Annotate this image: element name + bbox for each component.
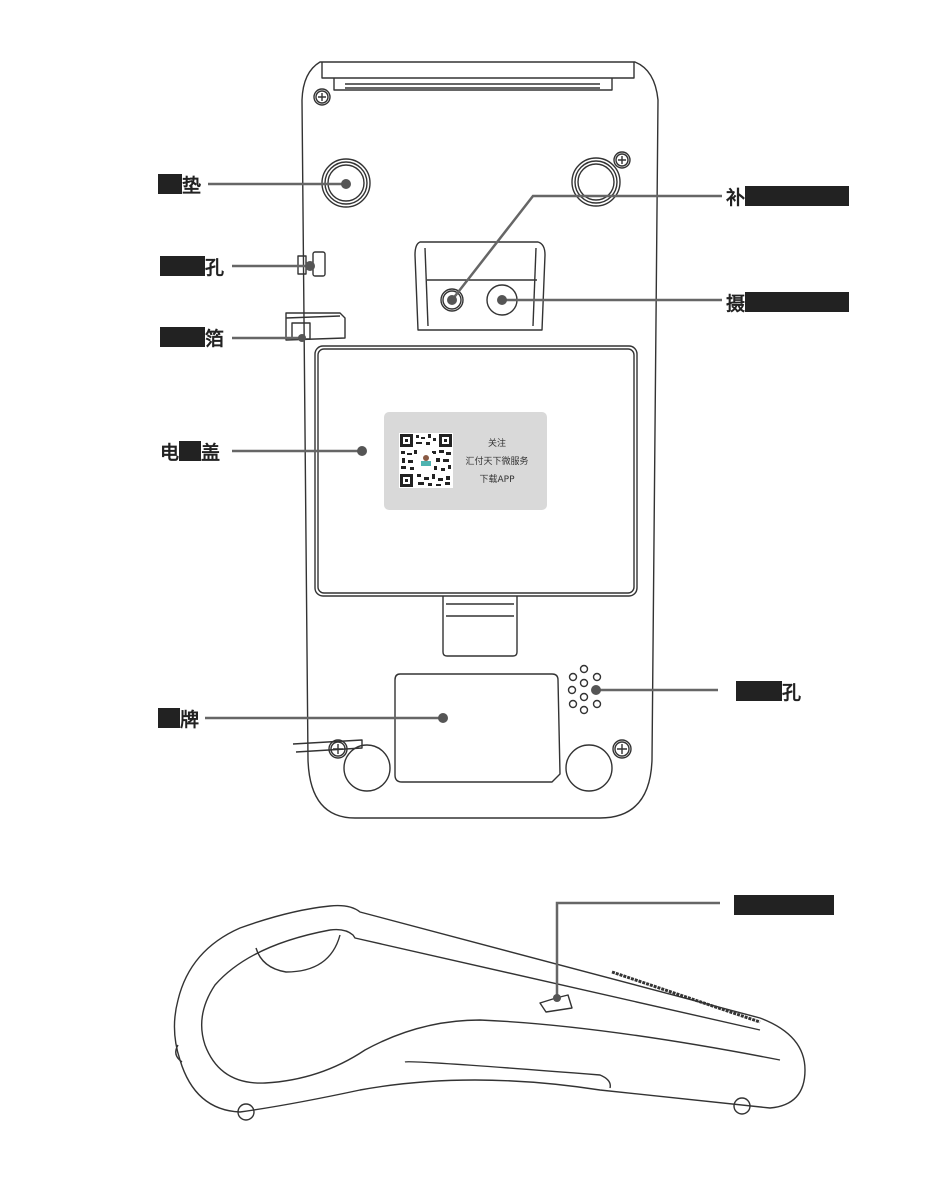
- screw-top-left: [313, 88, 331, 106]
- label-nameplate: 牌: [158, 707, 200, 731]
- screw-top-right: [613, 151, 631, 169]
- label-card-slot: 箔: [160, 326, 225, 350]
- qr-code: [399, 433, 453, 488]
- device-side-outline: [173, 904, 806, 1113]
- label-speaker-hole: 孔: [736, 680, 802, 704]
- redaction-box: [745, 292, 850, 312]
- qr-text-line3: 下载APP: [479, 475, 515, 485]
- speaker-holes: [567, 664, 602, 715]
- redaction-box: [160, 256, 205, 276]
- foot-pad-right: [571, 157, 621, 207]
- label-lanyard-hole-text: 孔: [205, 256, 225, 279]
- qr-text-line2: 汇付天下微服务: [465, 457, 529, 467]
- camera-housing: [414, 241, 546, 331]
- label-lanyard-hole: 孔: [160, 255, 225, 279]
- nameplate-area: [394, 673, 561, 783]
- redaction-box: [179, 441, 202, 461]
- redaction-box: [745, 186, 850, 206]
- label-foot-pad: 垫: [158, 173, 202, 197]
- fill-light-lens: [440, 288, 464, 312]
- label-fill-light: 补: [726, 185, 850, 209]
- label-card-slot-text: 箔: [205, 327, 225, 350]
- label-speaker-hole-text: 孔: [782, 681, 802, 704]
- screw-bottom-right: [612, 739, 632, 759]
- label-usb-port: [734, 894, 834, 916]
- redaction-box: [734, 895, 834, 915]
- device-back-outline: [301, 61, 659, 819]
- label-foot-pad-text: 垫: [182, 174, 202, 197]
- label-battery-cover: 电 盖: [160, 440, 221, 464]
- label-nameplate-text: 牌: [180, 708, 200, 731]
- label-battery-cover-start: 电: [160, 441, 180, 464]
- redaction-box: [158, 708, 180, 728]
- qr-text-line1: 关注: [487, 439, 506, 449]
- label-fill-light-text: 补: [726, 186, 746, 209]
- battery-cover: [314, 345, 638, 597]
- label-camera: 摄: [726, 291, 850, 315]
- redaction-box: [158, 174, 182, 194]
- redaction-box: [160, 327, 205, 347]
- redaction-box: [736, 681, 782, 701]
- label-camera-text: 摄: [726, 292, 746, 315]
- label-battery-cover-end: 盖: [201, 441, 221, 464]
